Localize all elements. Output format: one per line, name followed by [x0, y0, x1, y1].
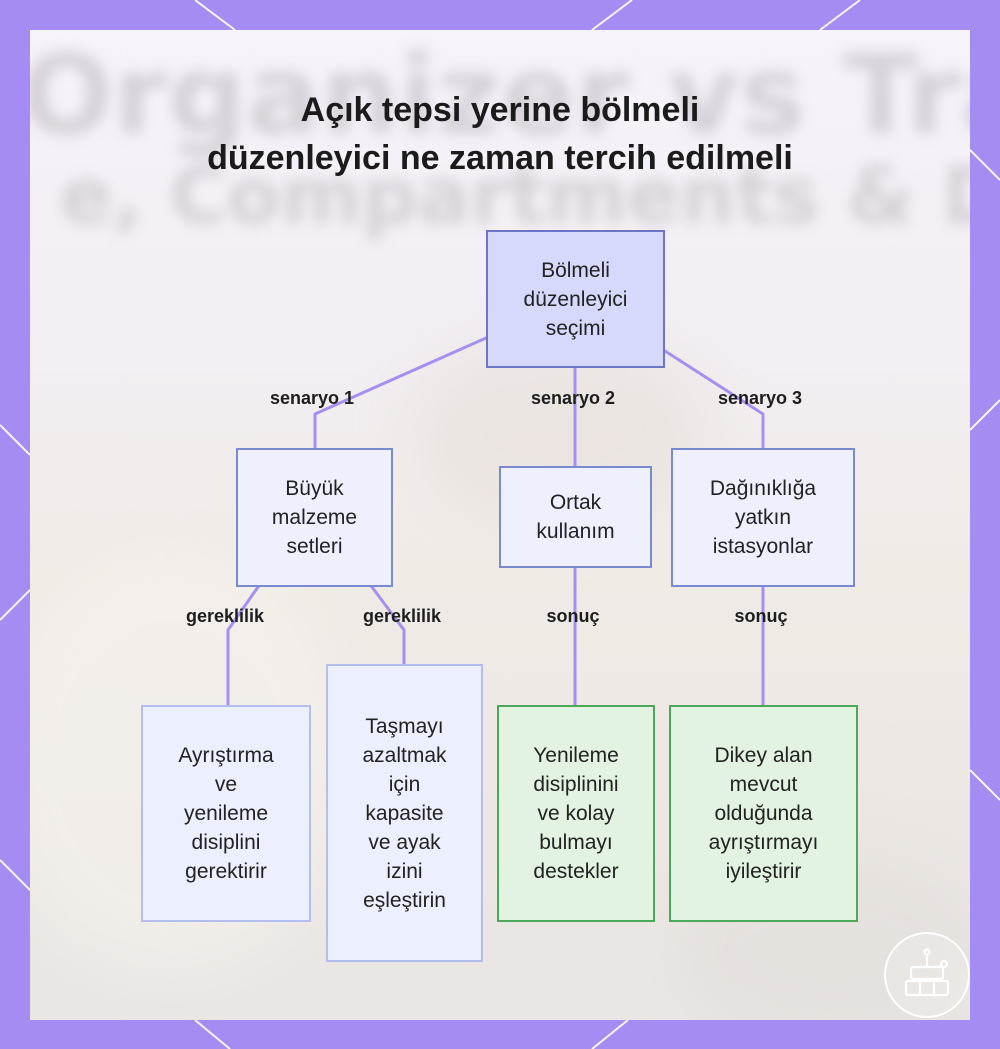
node-text-line: gerektirir	[185, 860, 267, 883]
node-text-line: malzeme	[271, 506, 358, 529]
node-text-line: ve kolay	[537, 802, 615, 825]
node-text-line: Bölmeli	[541, 258, 610, 282]
node-text-line: Ayrıştırma	[178, 744, 274, 767]
node-text-line: ve	[214, 773, 238, 796]
node-text-line: setleri	[286, 535, 343, 558]
node-text-line: Taşmayı	[365, 714, 444, 738]
ghost-line-1: Organizer vs Tray	[30, 31, 970, 159]
node-text-line: yenileme	[183, 802, 269, 825]
node-match-capacity-footprint: Taşmayı azaltmak için kapasite ve ayak izini e…	[326, 664, 483, 962]
node-text-line: Yenileme	[533, 744, 619, 767]
node-text-line: düzenleyici	[523, 287, 628, 311]
edge-large-sets-to-sorting	[226, 585, 260, 707]
edge-label-requirement-b: gereklilik	[362, 606, 442, 626]
node-root-organizer-choice: Bölmeli düzenleyici seçimi	[486, 230, 665, 368]
node-text-line: disiplini	[191, 831, 261, 854]
ghost-line-2: e, Compartments & Daily	[60, 152, 970, 242]
node-vertical-space-improves: Dikey alan mevcut olduğunda ayrıştırmayı iyi…	[669, 705, 858, 922]
edge-root-to-large-sets	[313, 336, 488, 450]
node-text-line: kullanım	[536, 520, 615, 543]
node-text-line: seçimi	[545, 316, 606, 340]
node-text-line: yatkın	[734, 506, 791, 529]
node-text-line: Ortak	[549, 491, 602, 514]
edge-label-result-a: sonuç	[546, 606, 600, 626]
node-text-line: için	[388, 772, 421, 796]
node-text-line: disiplinini	[533, 773, 619, 796]
node-text: Ayrıştırma ve yenileme disiplini gerektirir	[178, 741, 273, 886]
node-large-material-sets: Büyük malzeme setleri	[236, 448, 393, 587]
node-text-line: ve ayak	[368, 830, 441, 854]
watermark-badge-icon	[904, 948, 950, 997]
node-text: Bölmeli düzenleyici seçimi	[524, 256, 628, 343]
node-text-line: istasyonlar	[712, 535, 814, 558]
node-text-line: Büyük	[285, 477, 344, 500]
node-text-line: ayrıştırmayı	[708, 831, 819, 854]
node-text-line: azaltmak	[362, 743, 447, 767]
watermark-badge	[884, 932, 970, 1018]
node-text-line: destekler	[533, 860, 619, 883]
node-text-line: iyileştirir	[725, 860, 802, 883]
edge-root-to-clutter-stations	[663, 349, 765, 450]
node-supports-discipline: Yenileme disiplinini ve kolay bulmayı destek…	[497, 705, 655, 922]
node-sorting-discipline-required: Ayrıştırma ve yenileme disiplini gerektirir	[141, 705, 311, 922]
node-text-line: eşleştirin	[363, 888, 446, 912]
node-text: Dağınıklığa yatkın istasyonlar	[710, 474, 816, 561]
edge-label-result-b: sonuç	[734, 606, 788, 626]
edge-large-sets-to-capacity	[370, 585, 406, 666]
node-text: Dikey alan mevcut olduğunda ayrıştırmayı iyi…	[709, 741, 819, 886]
node-text: Ortak kullanım	[536, 488, 614, 546]
node-text: Yenileme disiplinini ve kolay bulmayı destek…	[533, 741, 619, 886]
node-shared-use: Ortak kullanım	[499, 466, 652, 568]
node-text-line: izini	[386, 859, 423, 883]
node-text: Büyük malzeme setleri	[272, 474, 357, 561]
page-title: Açık tepsi yerine bölmeli düzenleyici ne…	[0, 86, 1000, 182]
edge-label-scenario-1: senaryo 1	[269, 388, 355, 408]
edge-label-scenario-2: senaryo 2	[530, 388, 616, 408]
node-text-line: olduğunda	[714, 802, 813, 825]
node-text: Taşmayı azaltmak için kapasite ve ayak izini e…	[362, 712, 446, 915]
background-ghost-text: Organizer vs Tray e, Compartments & Dail…	[30, 40, 970, 236]
node-text-line: mevcut	[729, 773, 798, 796]
node-text-line: Dikey alan	[714, 744, 813, 767]
edge-label-requirement-a: gereklilik	[185, 606, 265, 626]
title-line-1: Açık tepsi yerine bölmeli	[300, 91, 700, 129]
node-text-line: Dağınıklığa	[709, 477, 817, 500]
node-clutter-prone-stations: Dağınıklığa yatkın istasyonlar	[671, 448, 855, 587]
title-line-2: düzenleyici ne zaman tercih edilmeli	[207, 139, 793, 177]
edge-label-scenario-3: senaryo 3	[717, 388, 803, 408]
node-text-line: bulmayı	[539, 831, 613, 854]
node-text-line: kapasite	[365, 801, 444, 825]
